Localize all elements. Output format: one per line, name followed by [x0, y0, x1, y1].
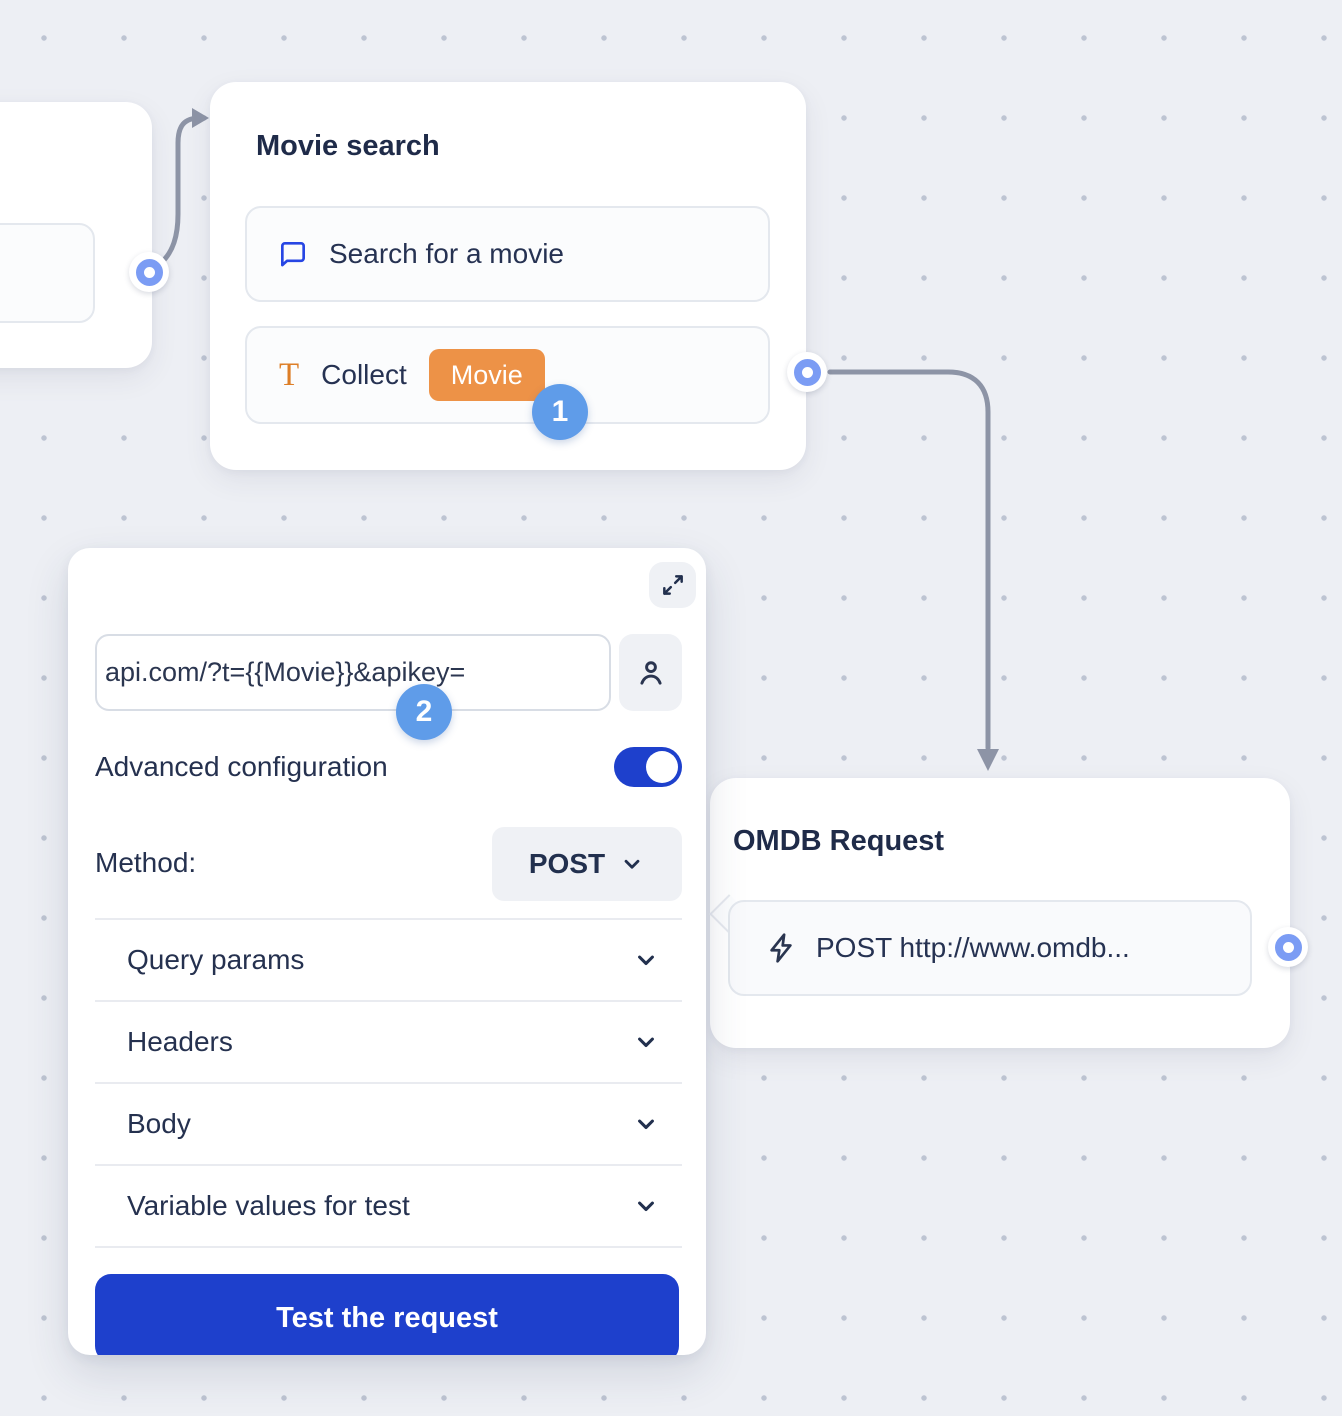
port-ring-icon — [135, 258, 163, 286]
port-ring-icon — [793, 358, 821, 386]
connector-movie-to-omdb — [827, 369, 991, 751]
partial-node-row[interactable] — [0, 223, 95, 323]
url-input[interactable]: api.com/?t={{Movie}}&apikey= — [95, 634, 611, 711]
message-block-label: Search for a movie — [329, 238, 564, 269]
output-port-omdb[interactable] — [1268, 927, 1308, 967]
chevron-down-icon — [619, 851, 645, 877]
advanced-configuration-label: Advanced configuration — [95, 751, 388, 782]
insert-variable-button[interactable] — [619, 634, 682, 711]
movie-search-node[interactable]: Movie search Search for a movie T Collec… — [210, 82, 806, 470]
webhook-config-panel: api.com/?t={{Movie}}&apikey= Advanced co… — [68, 548, 706, 1355]
expand-panel-button[interactable] — [649, 562, 696, 608]
output-port-left-node[interactable] — [129, 252, 169, 292]
divider — [95, 1164, 682, 1166]
message-block-row[interactable]: Search for a movie — [245, 206, 770, 302]
section-headers[interactable]: Headers — [95, 1002, 682, 1082]
port-ring-icon — [1274, 933, 1302, 961]
person-icon — [635, 657, 667, 689]
webhook-block-label: POST http://www.omdb... — [816, 932, 1130, 963]
chevron-down-icon — [632, 1028, 660, 1056]
section-label: Body — [127, 1108, 191, 1139]
section-query-params[interactable]: Query params — [95, 920, 682, 1000]
section-label: Headers — [127, 1026, 233, 1057]
divider — [95, 1000, 682, 1002]
omdb-request-node[interactable]: OMDB Request POST http://www.omdb... — [709, 778, 1290, 1048]
variable-tag[interactable]: Movie — [428, 349, 545, 401]
node-title: OMDB Request — [733, 825, 945, 857]
webhook-block-row[interactable]: POST http://www.omdb... — [728, 900, 1252, 996]
expand-icon — [660, 572, 686, 598]
divider — [95, 918, 682, 920]
method-select[interactable]: POST — [492, 827, 682, 901]
method-select-value: POST — [528, 848, 606, 879]
lightning-icon — [764, 931, 798, 965]
url-input-value: api.com/?t={{Movie}}&apikey= — [105, 657, 466, 687]
advanced-configuration-toggle[interactable] — [614, 747, 682, 787]
divider — [95, 1246, 682, 1248]
chevron-down-icon — [632, 1192, 660, 1220]
connector-left-to-movie — [158, 115, 203, 266]
test-request-button[interactable]: Test the request — [95, 1274, 679, 1355]
collect-block-row[interactable]: T Collect Movie — [245, 326, 770, 424]
output-port-movie-search[interactable] — [787, 352, 827, 392]
section-label: Query params — [127, 944, 305, 975]
arrowhead-right-icon — [192, 108, 209, 128]
toggle-knob — [646, 751, 678, 783]
divider — [95, 1082, 682, 1084]
text-icon: T — [279, 356, 300, 393]
collect-block-label: Collect — [321, 359, 407, 390]
method-label: Method: — [95, 847, 197, 878]
arrowhead-down-icon — [977, 749, 999, 771]
chevron-down-icon — [632, 946, 660, 974]
partial-node-card[interactable] — [0, 102, 152, 368]
step-badge-1: 1 — [532, 384, 588, 440]
chevron-down-icon — [632, 1110, 660, 1138]
chat-bubble-icon — [277, 238, 309, 270]
section-body[interactable]: Body — [95, 1084, 682, 1164]
section-label: Variable values for test — [127, 1190, 410, 1221]
node-title: Movie search — [256, 130, 440, 162]
step-badge-2: 2 — [396, 684, 452, 740]
section-variable-values[interactable]: Variable values for test — [95, 1166, 682, 1246]
